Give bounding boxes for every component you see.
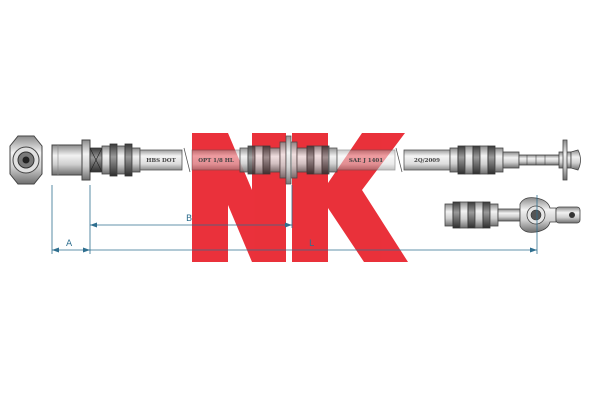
- right-fitting: [449, 139, 581, 181]
- dimension-lines: [51, 185, 538, 254]
- hose-segment-3: SAE J 1401: [336, 149, 396, 171]
- hose-segment-2: OPT 1/8 HL: [191, 149, 241, 171]
- dimension-label-l: L: [309, 239, 314, 249]
- break-mark-1: [183, 147, 191, 173]
- hose-marking-3: SAE J 1401: [349, 158, 383, 164]
- hose-marking-2: OPT 1/8 HL: [198, 158, 234, 164]
- arrow-a-right: [83, 247, 90, 253]
- arrow-b-left: [90, 222, 97, 228]
- break-mark-2: [395, 147, 403, 173]
- hose-segment-4: 2Q/2009: [403, 149, 451, 171]
- hose-marking-4: 2Q/2009: [414, 158, 440, 164]
- left-fitting: [51, 139, 141, 181]
- dimension-label-a: A: [66, 239, 73, 249]
- dimension-label-b: B: [186, 214, 192, 224]
- hose-segment-1: HBS DOT: [139, 149, 183, 171]
- arrow-a-left: [52, 247, 59, 253]
- arrow-l-right: [530, 247, 537, 253]
- hose-marking-1: HBS DOT: [146, 158, 176, 164]
- eye-fitting-detail: [444, 197, 581, 233]
- hex-fitting-end-view: [9, 135, 43, 185]
- arrow-b-right: [285, 222, 292, 228]
- middle-bracket-fitting: [239, 135, 338, 185]
